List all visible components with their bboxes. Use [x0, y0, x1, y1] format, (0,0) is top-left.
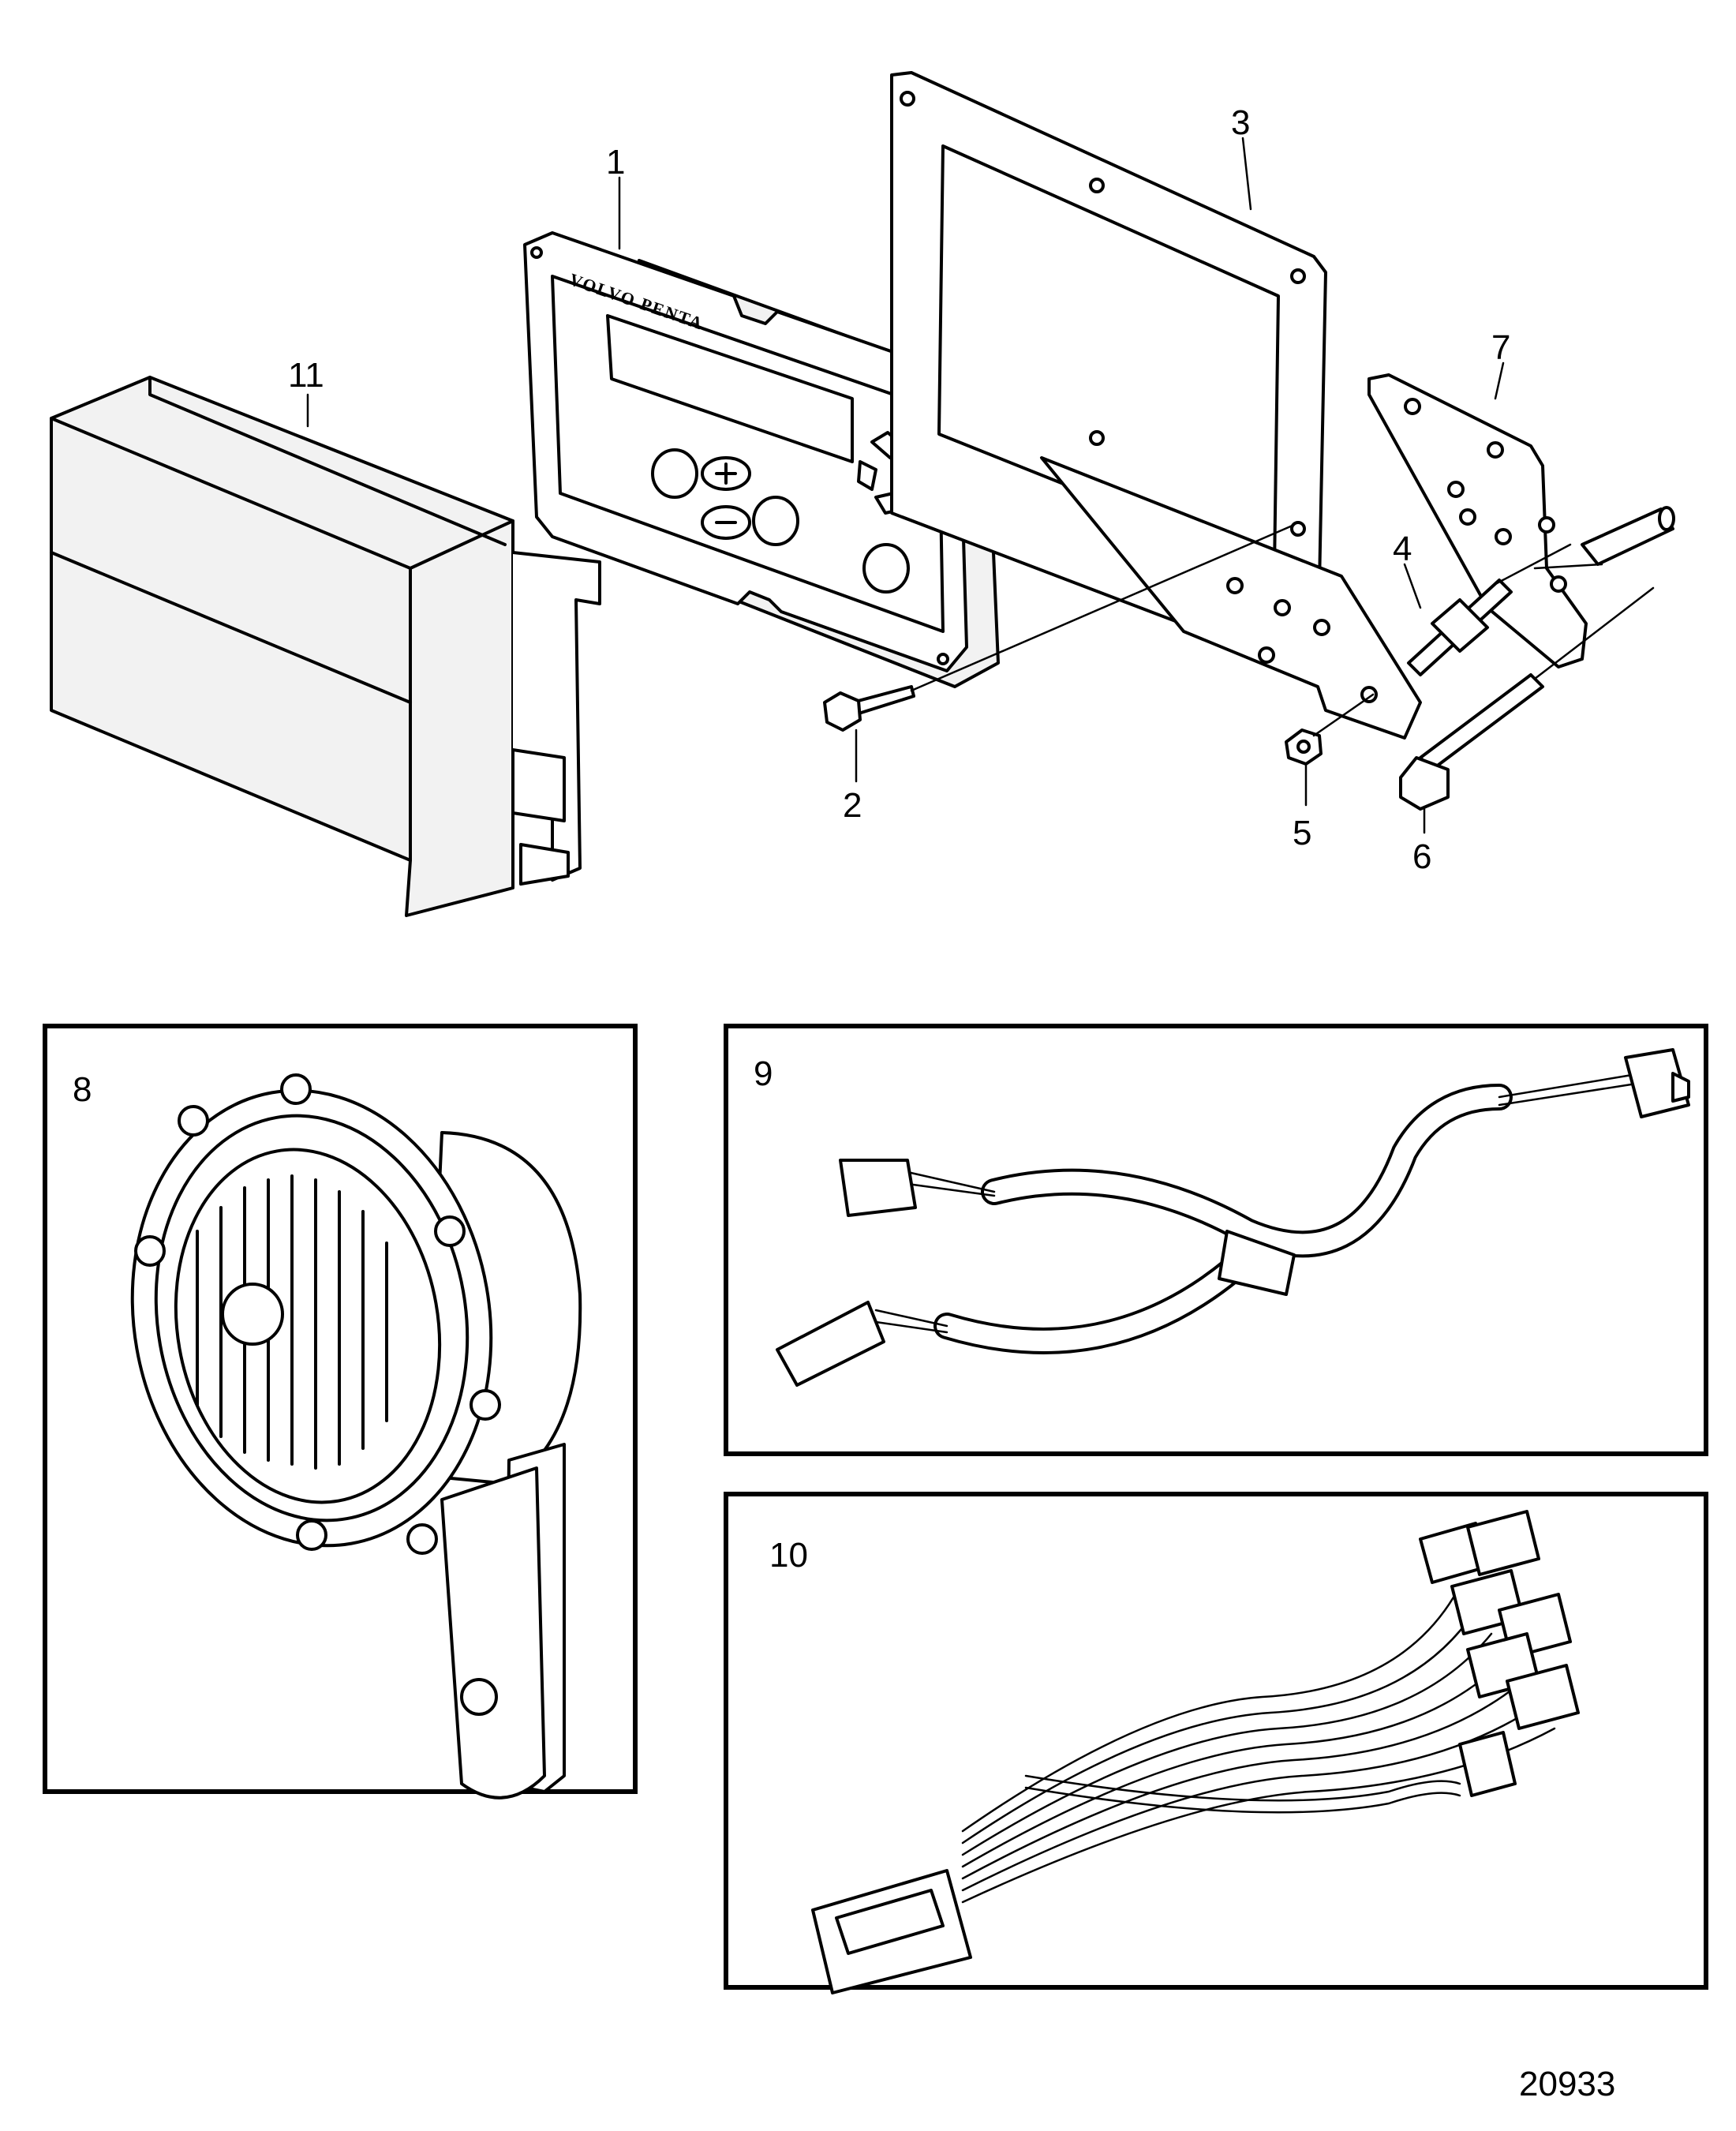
horn	[130, 1073, 582, 1800]
callout-9: 9	[754, 1054, 773, 1093]
callout-3: 3	[1231, 103, 1250, 142]
menu-button-icon	[862, 543, 910, 594]
callout-8: 8	[73, 1070, 92, 1109]
callout-5: 5	[1293, 814, 1311, 852]
long-bolt	[1399, 586, 1655, 811]
control-unit-housing	[50, 376, 601, 917]
callout-2: 2	[843, 786, 862, 825]
gasket-plate	[890, 71, 1422, 740]
y-harness-box	[724, 1024, 1708, 1456]
multi-harness	[811, 1510, 1580, 1994]
y-harness	[776, 1048, 1690, 1387]
callout-1: 1	[606, 143, 625, 182]
side-bracket	[1367, 373, 1675, 669]
start-button-icon	[651, 448, 698, 499]
callout-4: 4	[1393, 530, 1412, 568]
callout-7: 7	[1491, 328, 1510, 367]
main-connector-icon	[811, 1869, 972, 1994]
stop-button-icon	[752, 496, 799, 546]
nut	[1285, 693, 1375, 766]
multi-harness-box	[724, 1492, 1708, 1990]
spacer-stud	[1407, 543, 1603, 676]
screw	[823, 523, 1296, 732]
horn-center-icon	[221, 1283, 284, 1346]
horn-box	[43, 1024, 638, 1794]
reference-number: 20933	[1519, 2065, 1615, 2103]
callout-6: 6	[1412, 837, 1431, 876]
connector-left-upper-icon	[839, 1159, 917, 1217]
callout-10: 10	[769, 1536, 808, 1575]
callout-11: 11	[288, 356, 324, 395]
connector-left-lower-icon	[776, 1301, 885, 1387]
